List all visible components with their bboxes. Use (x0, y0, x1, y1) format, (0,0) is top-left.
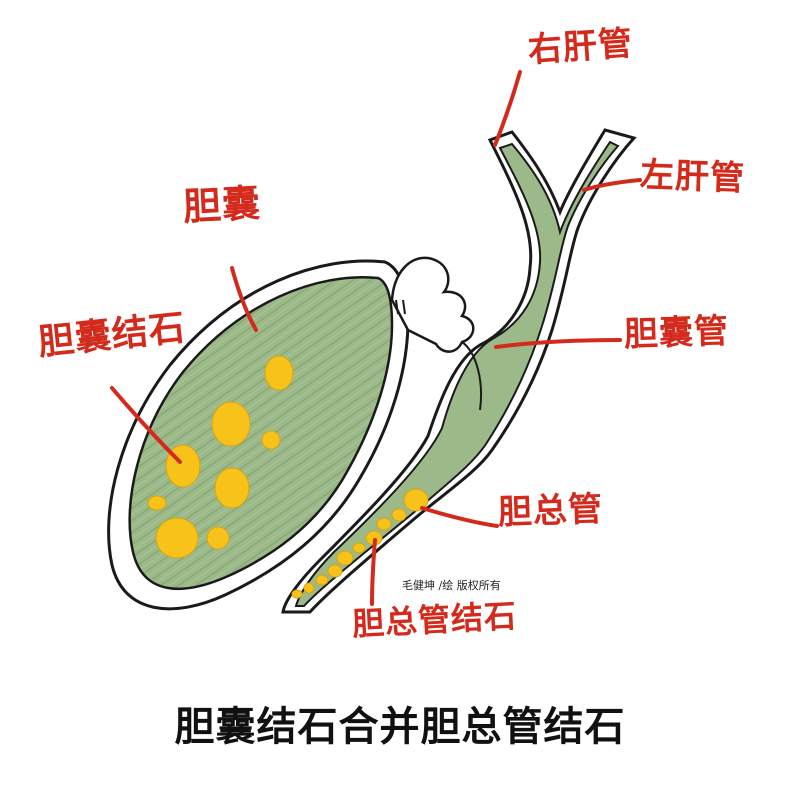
leader-cbd-stones (370, 538, 377, 606)
label-common-bile-duct-stones: 胆总管结石 (351, 596, 518, 644)
diagram-caption: 胆囊结石合并胆总管结石 (174, 704, 626, 750)
leader-left-hepatic (582, 178, 642, 192)
artist-credit: 毛健坤 /绘 版权所有 (402, 579, 501, 592)
leader-cbd (420, 506, 499, 528)
leader-right-hepatic (493, 70, 522, 147)
label-left-hepatic-duct: 左肝管 (639, 155, 746, 199)
cbd-stone (291, 589, 303, 599)
leader-gb-stones (110, 386, 182, 464)
gb-stone (214, 467, 250, 509)
leader-gallbladder (230, 266, 258, 332)
cbd-stone (391, 508, 407, 522)
common-bile-duct-stones (291, 488, 429, 599)
cbd-stone (315, 574, 329, 586)
cbd-stone (303, 582, 315, 594)
gb-stone (206, 526, 230, 550)
gallbladder-neck (390, 256, 475, 353)
gallbladder-stones (147, 355, 294, 559)
cbd-stone (327, 564, 343, 578)
gb-stone (155, 517, 199, 559)
leader-cystic-duct (494, 338, 622, 349)
cystic-duct-junction (461, 341, 482, 411)
gallbladder (128, 276, 394, 590)
cbd-stone (403, 488, 429, 512)
neck-valve-mark-2 (402, 299, 406, 315)
cbd-stone (336, 550, 354, 566)
neck-valve-mark-1 (395, 299, 399, 315)
leader-lines (110, 70, 642, 606)
cbd-stone (376, 517, 392, 531)
gb-stone (147, 495, 167, 511)
gb-stone (211, 401, 251, 447)
gb-stone (261, 430, 281, 450)
gb-stone (264, 355, 294, 391)
label-cystic-duct: 胆囊管 (623, 311, 730, 355)
label-common-bile-duct: 胆总管 (497, 489, 604, 533)
label-gallbladder: 胆囊 (181, 180, 263, 230)
label-right-hepatic-duct: 右肝管 (526, 23, 635, 71)
cbd-stone (352, 542, 366, 554)
